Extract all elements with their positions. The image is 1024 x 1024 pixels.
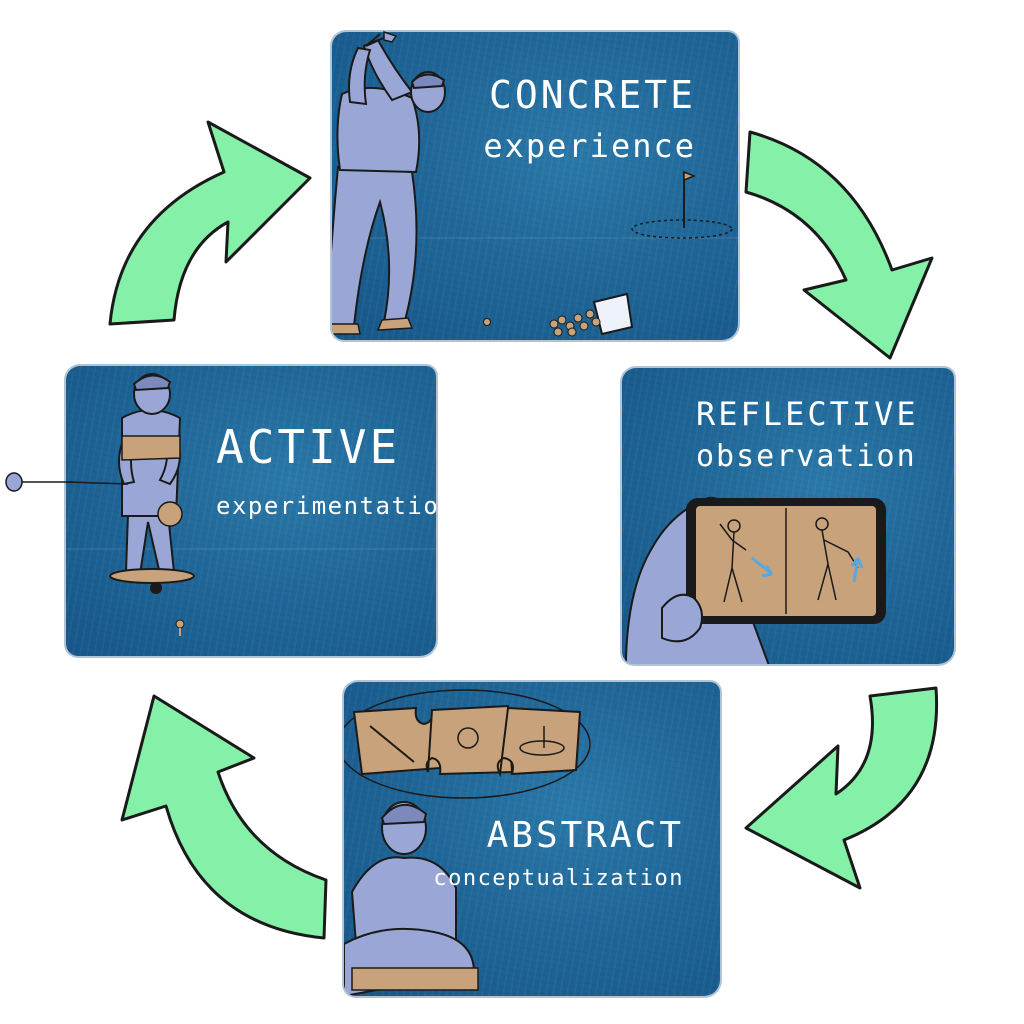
- abstract-subtitle: conceptualization: [433, 866, 684, 891]
- thinking-person-puzzle-icon: [344, 689, 591, 996]
- arrow-to-abstract-icon: [744, 686, 939, 890]
- arrow-to-active-icon: [120, 694, 328, 940]
- panel-horizon: [66, 548, 436, 550]
- golf-club-icon: [365, 30, 398, 47]
- concrete-subtitle: experience: [483, 127, 696, 165]
- active-title: ACTIVE: [216, 420, 401, 474]
- golfer-swinging-icon: [332, 33, 733, 337]
- concrete-title: CONCRETE: [488, 73, 696, 117]
- concrete-experience-panel: CONCRETE experience: [332, 32, 738, 340]
- active-experimentation-panel: ACTIVE experimentation: [66, 366, 436, 656]
- golf-club-head-icon: [5, 472, 72, 492]
- reflective-observation-panel: REFLECTIVE observation: [622, 368, 954, 664]
- reflective-title: REFLECTIVE: [696, 395, 919, 433]
- arrow-to-concrete-icon: [108, 120, 312, 326]
- balance-board-practice-icon: [66, 373, 195, 636]
- panel-horizon: [332, 237, 738, 239]
- reflective-subtitle: observation: [696, 439, 917, 474]
- active-subtitle: experimentation: [216, 492, 436, 520]
- arrow-to-reflective-icon: [744, 130, 934, 360]
- phone-swing-analysis-icon: [625, 496, 886, 664]
- abstract-title: ABSTRACT: [486, 815, 684, 856]
- abstract-conceptualization-panel: ABSTRACT conceptualization: [344, 682, 720, 996]
